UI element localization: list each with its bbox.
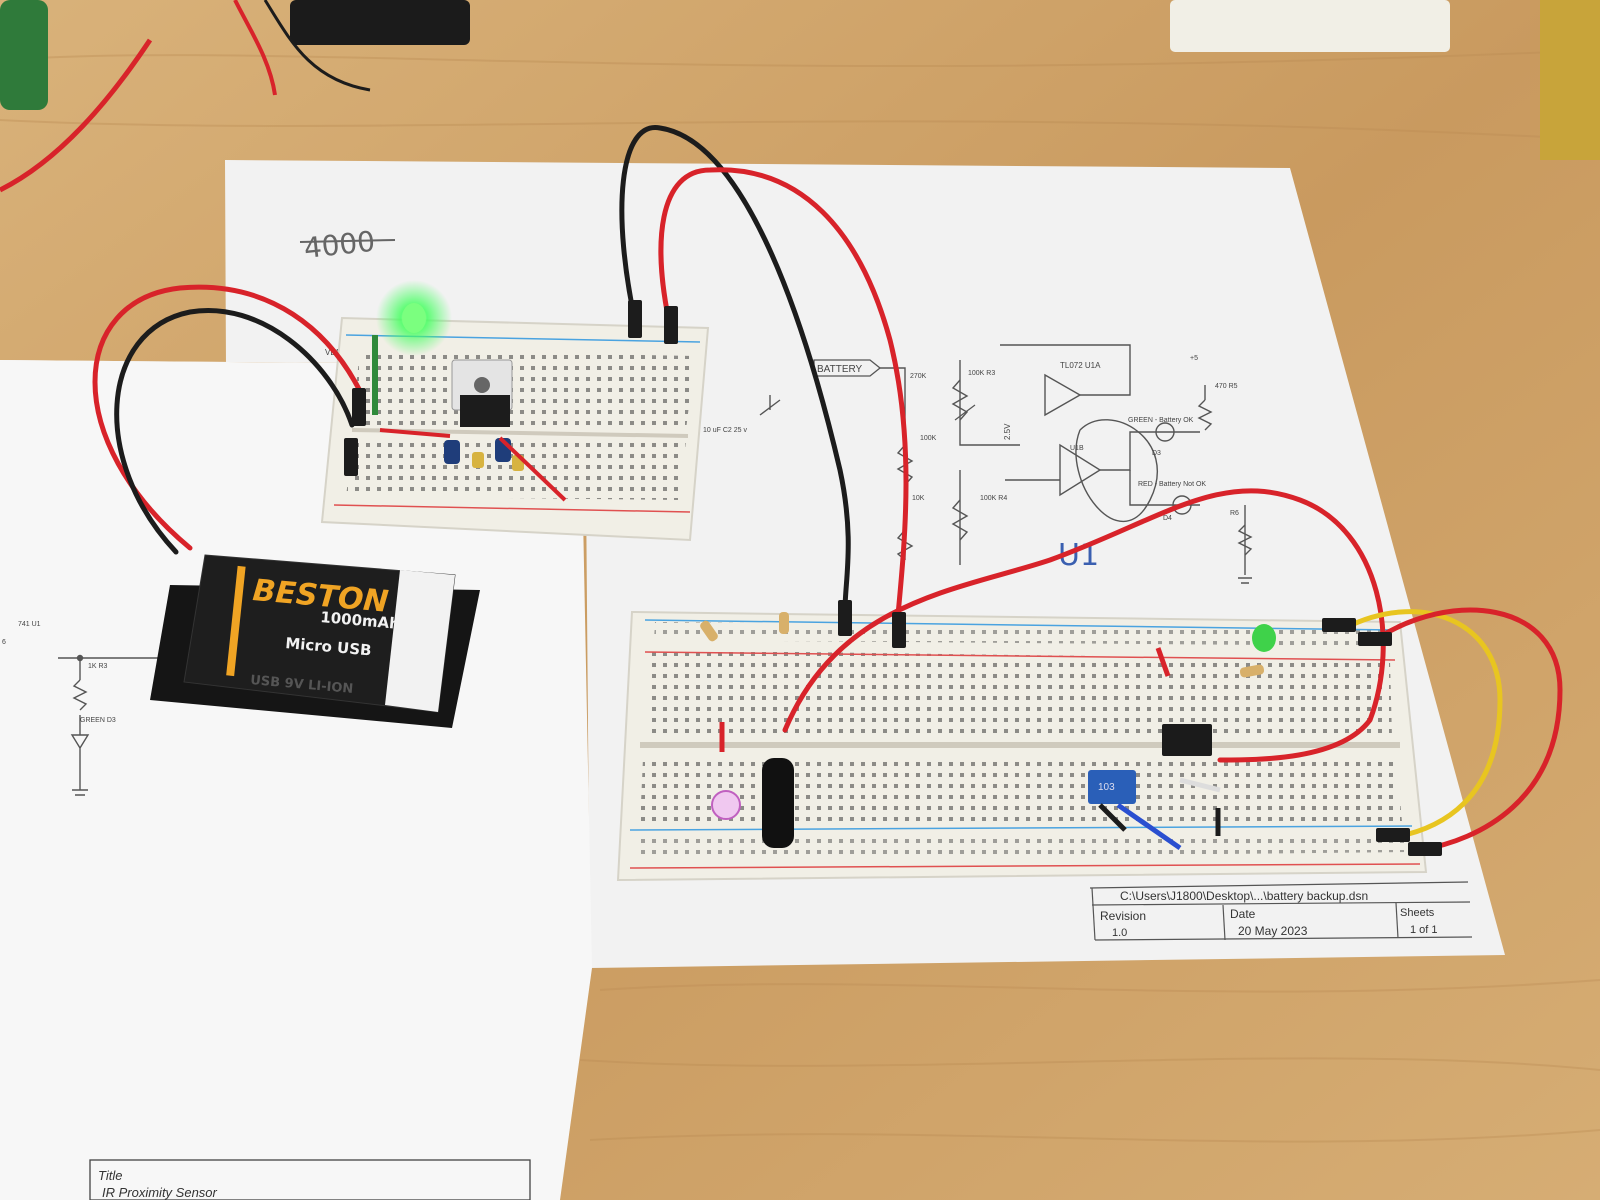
left-chip-label: 741 U1 [18, 621, 41, 628]
trim-potentiometer: 103 [1088, 770, 1136, 804]
r5-label: 470 R5 [1215, 383, 1238, 390]
large-breadboard [616, 610, 1428, 882]
wood-grain-lines [0, 49, 1600, 1143]
schematic-drawing [58, 344, 1253, 796]
r4-label: 100K R4 [980, 495, 1007, 502]
pot-marking: 103 [1098, 782, 1115, 793]
d4-label: D4 [1163, 515, 1172, 522]
black-power-wire [619, 125, 851, 613]
r-270k-label: 270K [910, 373, 927, 380]
left-title-label: Title [98, 1168, 122, 1183]
r-10k-label: 10K [912, 495, 925, 502]
red-power-wire [658, 167, 909, 618]
red-not-ok-label: RED - Battery Not OK [1138, 481, 1206, 488]
small-board-green-jumper [372, 335, 378, 415]
small-board-red-jumper [498, 436, 567, 502]
handwritten-crossed-number: 4000 [299, 225, 396, 265]
jumper-pin-headers [344, 300, 1442, 856]
date-label: Date [1230, 907, 1256, 921]
left-pin-label: 6 [2, 639, 6, 646]
left-led-label: GREEN D3 [80, 717, 116, 724]
schematic-title-block [1089, 881, 1473, 941]
red-signal-wire [782, 488, 1386, 763]
small-board-red-jumper-2 [379, 428, 451, 438]
black-box-top [290, 0, 470, 45]
battery-red-lead [92, 284, 365, 551]
pcb-corner [1540, 0, 1600, 160]
title-block-path: C:\Users\J1800\Desktop\...\battery backu… [1120, 889, 1368, 903]
v-2-5-label: 2.5V [1003, 423, 1012, 440]
date-value: 20 May 2023 [1238, 924, 1308, 938]
d3-label: D3 [1152, 450, 1161, 457]
plus5-label: +5 [1190, 355, 1198, 362]
ir-emitter-led [711, 790, 741, 820]
revision-value: 1.0 [1112, 927, 1127, 939]
left-title-block [89, 1159, 531, 1200]
yellow-output-wire [1342, 609, 1503, 841]
small-breadboard [320, 316, 710, 542]
left-title-value: IR Proximity Sensor [102, 1185, 218, 1200]
battery-black-lead [114, 308, 355, 555]
loose-black-wire-top [263, 0, 371, 92]
capacitor-corner [0, 0, 48, 110]
breadboard-top-right [1170, 0, 1450, 52]
capacitor-label: 10 uF C2 25 v [703, 427, 747, 434]
sheets-value: 1 of 1 [1410, 924, 1438, 936]
op-amp-chip [1162, 724, 1212, 756]
opamp-a-label: TL072 U1A [1060, 361, 1101, 370]
red-output-wire [1372, 607, 1563, 853]
battery-net-label: BATTERY [817, 364, 863, 375]
opamp-arrow-dash [954, 404, 976, 421]
schematic-sheet-front [0, 360, 592, 1200]
r6-label: R6 [1230, 510, 1239, 517]
ir-receiver [762, 758, 794, 848]
sheets-label: Sheets [1400, 907, 1435, 919]
crossed-number-text: 4000 [302, 225, 376, 265]
green-led [402, 303, 426, 333]
resistors-large-board [700, 612, 1265, 678]
loose-red-wire-left [0, 38, 153, 193]
opamp-b-label: U1B [1070, 445, 1084, 452]
green-ok-label: GREEN - Battery OK [1128, 417, 1194, 424]
voltage-regulator [451, 359, 513, 427]
green-led-off [1252, 624, 1276, 652]
short-jumpers [719, 647, 1221, 851]
loose-red-wire-top [233, 0, 277, 96]
r3-label: 100K R3 [968, 370, 995, 377]
long-wires [92, 125, 1563, 853]
revision-label: Revision [1100, 909, 1146, 923]
r-100k-label: 100K [920, 435, 937, 442]
battery-9v: BESTON 1000mAh Micro USB USB 9V LI-ION [183, 554, 456, 713]
left-resistor-label: 1K R3 [88, 663, 108, 670]
